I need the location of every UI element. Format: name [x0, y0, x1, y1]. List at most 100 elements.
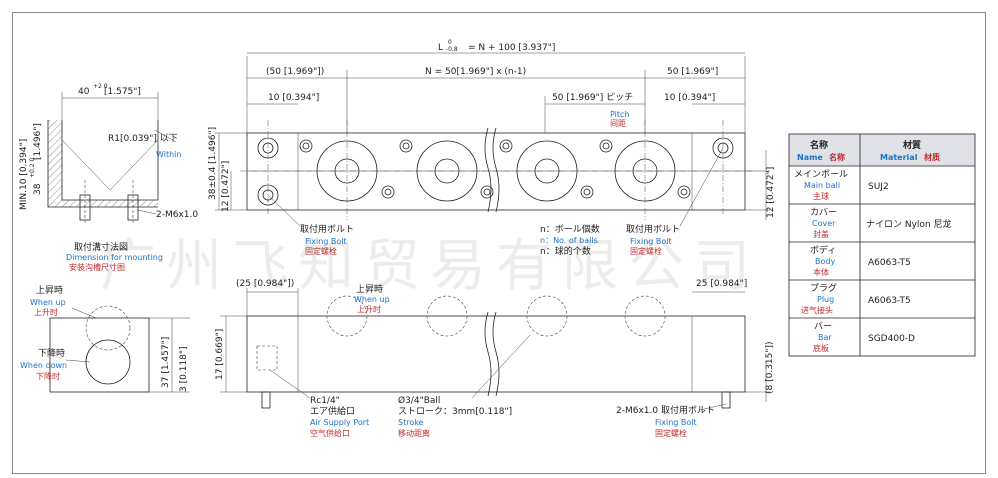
edge-offset-right: 10 [0.394"]: [664, 93, 715, 103]
svg-text:空气供给口: 空气供给口: [310, 428, 350, 438]
side-bolt-label: 2-M6x1.0 取付用ボルト: [616, 405, 715, 416]
edge-offset-left: 10 [0.394"]: [268, 93, 319, 103]
svg-text:ナイロン Nylon 尼龙: ナイロン Nylon 尼龙: [866, 218, 952, 230]
table-row: カバー Cover 封盖 ナイロン Nylon 尼龙: [810, 207, 952, 239]
mounting-title-jp: 取付溝寸法図: [74, 241, 128, 253]
main-ball-3: [516, 140, 578, 202]
svg-text:SGD400-D: SGD400-D: [868, 334, 915, 344]
svg-text:エア供給口: エア供給口: [310, 405, 355, 417]
ball-down-position: [85, 339, 131, 385]
small-height-37: 37 [1.457"]: [161, 337, 171, 388]
svg-text:A6063-T5: A6063-T5: [868, 258, 911, 268]
side-height: 17 [0.669"]: [215, 329, 225, 380]
svg-text:Body: Body: [815, 257, 835, 266]
svg-text:n：No. of balls: n：No. of balls: [540, 236, 598, 245]
svg-text:Main ball: Main ball: [804, 181, 840, 190]
side-bar-outline: [246, 315, 746, 393]
svg-text:[1.575"]: [1.575"]: [104, 87, 141, 97]
mounting-title-cn: 安装沟槽尺寸图: [69, 262, 125, 272]
svg-text:A6063-T5: A6063-T5: [868, 296, 911, 306]
length-L-label: L: [438, 43, 443, 53]
svg-text:上昇時: 上昇時: [356, 284, 383, 295]
svg-text:Plug: Plug: [817, 295, 834, 304]
svg-text:+2 0: +2 0: [93, 83, 108, 90]
pitch-label: 50 [1.969"] ピッチ: [552, 92, 633, 103]
ball-up-position: [85, 305, 131, 351]
ball-size: Ø3/4"Ball: [398, 395, 440, 406]
drawing-frame: [12, 12, 986, 474]
svg-text:メインボール: メインボール: [794, 169, 848, 180]
mounting-title-en: Dimension for mounting: [66, 253, 163, 262]
svg-text:ボディ: ボディ: [810, 244, 836, 256]
end-pitch-right: 50 [1.969"]: [667, 67, 718, 77]
svg-text:Fixing Bolt: Fixing Bolt: [655, 418, 697, 427]
svg-text:材質: 材質: [902, 139, 921, 151]
end-pitch-left: (50 [1.969"]): [266, 67, 324, 77]
svg-text:固定螺栓: 固定螺栓: [655, 428, 687, 438]
svg-text:材质: 材质: [924, 152, 940, 162]
mounting-groove-view: 40 +2 0 [1.575"] R1[0.039"] 以下 Within MI…: [19, 83, 198, 272]
side-left-edge: (25 [0.984"]): [236, 279, 294, 289]
side-ball-3: [526, 295, 568, 337]
air-port: [256, 345, 278, 371]
svg-text:上升时: 上升时: [357, 304, 381, 314]
svg-text:0: 0: [448, 39, 452, 46]
table-row: メインボール Main ball 主球 SUJ2: [794, 169, 889, 201]
groove-width: 40: [78, 87, 90, 97]
svg-text:固定螺栓: 固定螺栓: [630, 246, 662, 256]
svg-text:上升时: 上升时: [34, 307, 58, 317]
side-height-right: (8 [0.315"]): [765, 341, 775, 394]
height-right: 12 [0.472"]: [766, 167, 776, 218]
svg-text:[1.496"]: [1.496"]: [33, 123, 43, 160]
table-header-bg: [789, 134, 975, 166]
svg-text:移动距离: 移动距离: [398, 428, 430, 438]
mount-thread: 2-M6x1.0: [156, 210, 198, 220]
middle-pitch: N = 50[1.969"] x (n-1): [425, 67, 526, 77]
svg-text:When up: When up: [30, 298, 66, 307]
side-ball-4: [624, 295, 666, 337]
stroke-label: ストローク：3mm[0.118"]: [398, 406, 512, 417]
side-bolt-right: [721, 391, 731, 409]
small-side-view: 上昇時 When up 上升时 下降時 When down 下降时 37 [1.…: [20, 285, 190, 393]
air-port-thread: Rc1/4": [310, 396, 340, 406]
top-view-labels: 取付用ボルト Fixing Bolt 固定螺栓 n：ボール個数 n：No. of…: [267, 147, 724, 257]
svg-text:When down: When down: [20, 361, 67, 370]
svg-text:名称: 名称: [810, 139, 828, 151]
svg-text:n：ボール個数: n：ボール個数: [540, 223, 600, 235]
pitch-cn: 间距: [610, 119, 626, 128]
svg-text:+0.2 0: +0.2 0: [29, 158, 36, 178]
svg-text:名称: 名称: [829, 152, 845, 162]
table-row: ボディ Body 本体 A6063-T5: [810, 244, 911, 277]
table-row: プラグ Plug 进气接头 A6063-T5: [801, 282, 911, 315]
svg-text:Name: Name: [797, 153, 823, 162]
small-side-outline: [49, 317, 150, 393]
small-height-3: 3 [0.118"]: [179, 346, 189, 392]
materials-table: 名称 Name 名称 材質 Material 材质 メインボール Main ba…: [788, 133, 976, 357]
top-view-height-dims: 38±0.4 [1.496"] 12 [0.472"] 12 [0.472"]: [208, 127, 776, 220]
svg-text:Air Supply Port: Air Supply Port: [310, 418, 369, 427]
svg-text:进气接头: 进气接头: [801, 305, 833, 315]
svg-text:本体: 本体: [813, 267, 829, 277]
svg-text:取付用ボルト: 取付用ボルト: [626, 224, 680, 235]
svg-text:封盖: 封盖: [813, 229, 829, 239]
svg-text:Cover: Cover: [812, 219, 836, 228]
svg-text:-0.8: -0.8: [446, 46, 458, 53]
top-view: [240, 120, 752, 220]
svg-text:上昇時: 上昇時: [36, 285, 63, 296]
main-ball-2: [416, 140, 478, 202]
svg-text:Material: Material: [880, 153, 918, 162]
company-watermark: 广州飞知贸易有限公司: [100, 234, 760, 299]
svg-text:下降時: 下降時: [38, 347, 65, 359]
svg-text:底板: 底板: [813, 343, 829, 353]
svg-text:バー: バー: [814, 321, 832, 332]
svg-text:n：球的个数: n：球的个数: [540, 245, 591, 257]
svg-text:SUJ2: SUJ2: [868, 182, 889, 192]
svg-text:主球: 主球: [813, 191, 829, 201]
pitch-en: Pitch: [610, 110, 629, 119]
side-bolt-left: [261, 391, 271, 409]
svg-text:When up: When up: [354, 295, 390, 304]
top-dimensions: L 0 -0.8 = N + 100 [3.937"] (50 [1.969"]…: [246, 39, 746, 133]
side-right-edge: 25 [0.984"]: [696, 279, 747, 289]
svg-text:固定螺栓: 固定螺栓: [305, 246, 337, 256]
